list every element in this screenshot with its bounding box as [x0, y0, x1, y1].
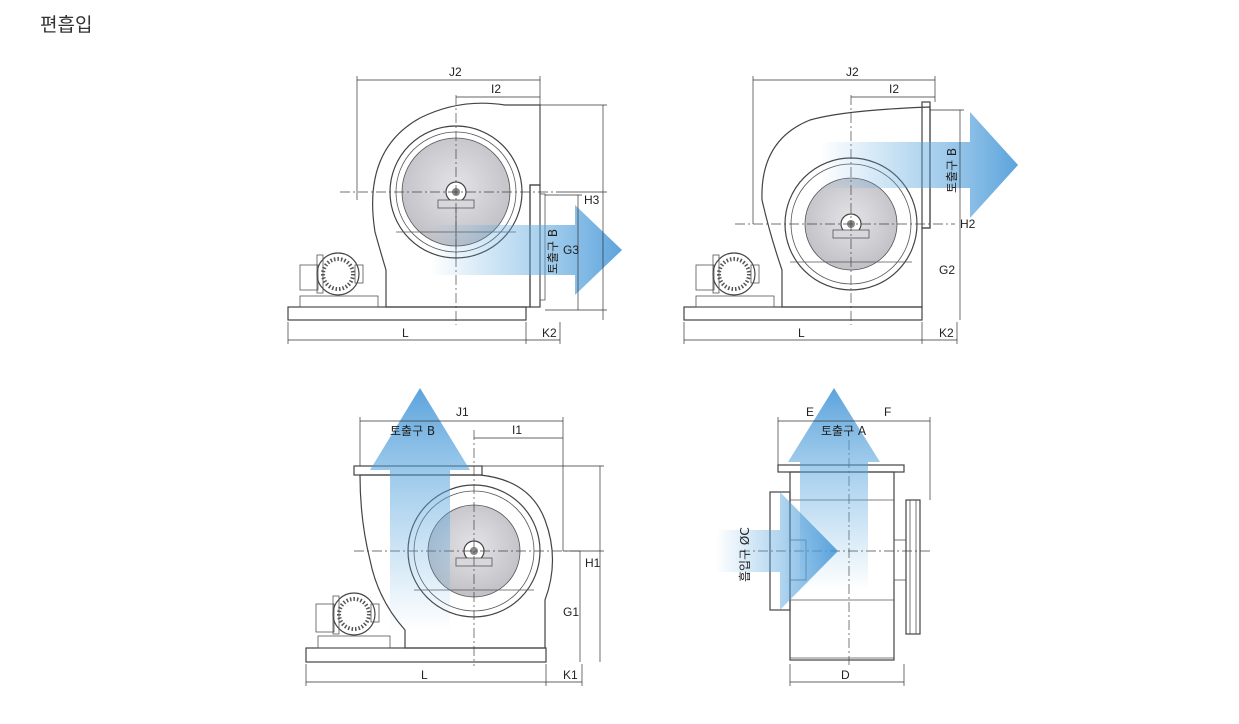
- motor: [315, 592, 380, 636]
- motor-base: [317, 635, 391, 649]
- motor-base: [299, 295, 379, 308]
- inlet-arrow: [716, 492, 838, 610]
- view-bottom-left: 토출구 B J1 I1 H1 G1 L K1: [305, 388, 604, 686]
- dim-l: L: [421, 668, 428, 682]
- outlet-label: 토출구 B: [945, 148, 959, 193]
- dim-g3: G3: [563, 243, 579, 257]
- motor-base: [695, 295, 775, 308]
- view-top-left: 토출구 B J2 I2 H3 G3 L K2: [287, 65, 622, 344]
- motor: [695, 252, 760, 296]
- view-top-right: 토출구 B J2 I2 H2 G2 L K2: [683, 65, 1018, 344]
- outlet-arrow: [820, 112, 1018, 218]
- page-title: 편흡입: [40, 14, 93, 36]
- dim-k2: K2: [939, 326, 954, 340]
- pulley: [905, 499, 921, 635]
- base-frame: [683, 306, 923, 321]
- dim-k2: K2: [542, 326, 557, 340]
- dim-h3: H3: [584, 193, 600, 207]
- dim-h2: H2: [960, 217, 976, 231]
- outlet-label: 토출구 A: [821, 424, 867, 438]
- inlet-label: 흡입구 ØC: [738, 527, 752, 582]
- base-frame: [287, 306, 527, 321]
- dim-d: D: [841, 668, 850, 682]
- dim-l: L: [402, 326, 409, 340]
- motor: [299, 252, 364, 296]
- outlet-arrow: [370, 388, 470, 630]
- dim-i2: I2: [889, 82, 899, 96]
- dim-j1: J1: [456, 405, 469, 419]
- outlet-label: 토출구 B: [546, 229, 560, 274]
- base-frame: [305, 647, 547, 663]
- dim-i2: I2: [491, 82, 501, 96]
- dim-h1: H1: [585, 556, 601, 570]
- outlet-label: 토출구 B: [390, 424, 435, 438]
- dim-l: L: [798, 326, 805, 340]
- scroll-casing: [372, 102, 541, 308]
- dim-i1: I1: [512, 423, 522, 437]
- dim-j2: J2: [846, 65, 859, 79]
- dim-j2: J2: [449, 65, 462, 79]
- dim-k1: K1: [563, 668, 578, 682]
- dim-f: F: [884, 405, 891, 419]
- scroll-casing: [761, 106, 931, 308]
- dim-g2: G2: [939, 263, 955, 277]
- dim-g1: G1: [563, 605, 579, 619]
- outlet-arrow: [430, 205, 622, 295]
- dim-e: E: [806, 405, 814, 419]
- view-bottom-right: 토출구 A 흡입구 ØC E F D: [716, 388, 931, 686]
